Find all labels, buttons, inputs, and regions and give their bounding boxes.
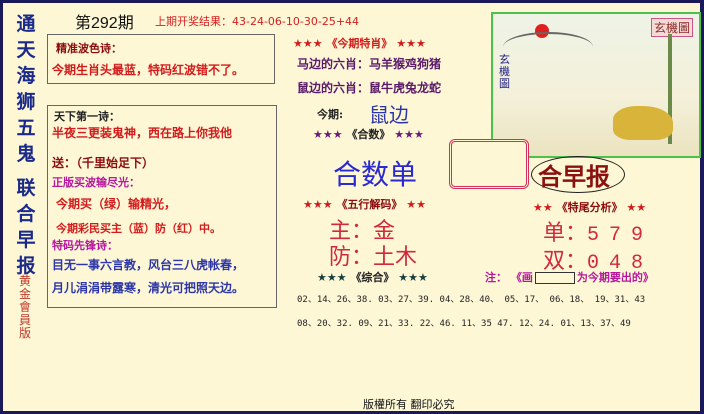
rat-side-zodiacs: 鼠边的六肖：鼠牛虎兔龙蛇 (297, 81, 442, 95)
subtitle-char: 金 (18, 287, 31, 301)
copyright-footer: 版權所有 翻印必究 (363, 398, 455, 411)
poem2-subline1: 今期买（绿）输精光， (56, 197, 177, 211)
star-icon: ★★★ (394, 128, 424, 141)
header-label: 《综合》 (350, 271, 395, 284)
sum-number-header: ★★★ 《合数》 ★★★ (313, 126, 424, 142)
title-char: 早 (16, 229, 36, 251)
spacer (13, 167, 39, 175)
odd-label: 单： (543, 221, 588, 246)
last-result: 上期开奖结果：43-24-06-10-30-25+44 (155, 15, 360, 28)
overall-header: ★★★ 《综合》 ★★★ (317, 269, 428, 285)
overall-note: 注： 《画 为今期要出的》 (485, 269, 654, 285)
star-icon: ★★ (533, 201, 553, 214)
poem2-tail-line1: 目无一事六言教，风台三八虎帐春， (52, 258, 245, 272)
overall-numbers-row2: 08、20、32. 09、21、33. 22、46. 11、35 47. 12、… (297, 319, 631, 329)
issue-number: 第292期 (75, 15, 134, 32)
poem2-line2: 送：（千里始足下） (52, 156, 155, 170)
star-icon: ★★★ (293, 37, 323, 50)
main-element: 主：金 (329, 213, 395, 245)
cat-illustration (613, 106, 673, 140)
poem-box-main: 天下第一诗： 半夜三更装鬼神，西在路上你我他 送：（千里始足下） 正版买波输尽光… (47, 105, 277, 308)
even-tails: 双：048 (543, 243, 653, 275)
special-zodiac-header: ★★★ 《今期特肖》 ★★★ (293, 35, 426, 51)
even-label: 双： (543, 249, 588, 274)
even-value: 048 (587, 252, 654, 275)
title-char: 天 (16, 39, 36, 61)
star-icon: ★★★ (398, 271, 428, 284)
poem2-subtitle: 正版买波输尽光： (52, 176, 140, 189)
decorative-frame (449, 139, 529, 189)
odd-value: 579 (587, 224, 654, 247)
poem2-subline2: 今期彩民买主（蓝）防（红）中。 (56, 222, 221, 235)
title-char: 五 (16, 117, 36, 139)
star-icon: ★★★ (317, 271, 347, 284)
header-label: 《五行解码》 (336, 198, 403, 211)
mystery-picture: 玄機圖 玄機圖 (491, 12, 701, 158)
header-label: 《合数》 (346, 128, 391, 141)
odd-tails: 单：579 (543, 215, 653, 247)
star-icon: ★★ (626, 201, 647, 214)
vertical-title: 通 天 海 狮 五 鬼 联 合 早 报 (13, 11, 39, 279)
guard-label: 防： (329, 245, 374, 270)
main-label: 主： (329, 219, 374, 244)
sum-number-value: 合数单 (333, 158, 418, 191)
vertical-subtitle: 黄 金 會 員 版 (17, 275, 33, 340)
title-char: 报 (16, 255, 36, 277)
subtitle-char: 黄 (18, 274, 31, 288)
title-char: 通 (16, 13, 36, 35)
title-char: 狮 (16, 91, 36, 113)
note-right: 为今期要出的》 (576, 271, 654, 284)
hill-illustration (503, 32, 593, 62)
star-icon: ★★ (406, 198, 427, 211)
poem1-title: 精准波色诗： (56, 42, 122, 55)
title-char: 鬼 (16, 143, 36, 165)
this-period-label: 今期: (317, 108, 344, 121)
overall-numbers-row1: 02、14、26、38. 03、27、39. 04、28、40、 05、17、 … (297, 295, 646, 305)
pole-illustration (668, 34, 672, 144)
blank-box (534, 272, 575, 284)
poem2-line1: 半夜三更装鬼神，西在路上你我他 (52, 126, 233, 140)
poem2-tail-title: 特码先锋诗： (52, 239, 118, 252)
five-elements-header: ★★★ 《五行解码》 ★★ (303, 196, 426, 212)
horse-side-zodiacs: 马边的六肖：马羊猴鸡狗猪 (297, 57, 442, 71)
subtitle-char: 版 (18, 326, 31, 340)
main-value: 金 (373, 219, 396, 244)
picture-side-text: 玄機圖 (499, 53, 510, 90)
note-left: 《画 (510, 271, 533, 284)
poem2-tail-line2: 月儿涓涓带露寒，清光可把照天边。 (52, 281, 245, 295)
title-char: 联 (16, 177, 36, 199)
poem2-title: 天下第一诗： (54, 110, 120, 123)
guard-value: 土木 (373, 245, 418, 270)
star-icon: ★★★ (303, 198, 333, 211)
header-label: 《今期特肖》 (326, 37, 393, 50)
title-char: 合 (16, 203, 36, 225)
tail-analysis-header: ★★ 《特尾分析》 ★★ (533, 199, 646, 215)
guard-element: 防：土木 (329, 239, 417, 271)
star-icon: ★★★ (313, 128, 343, 141)
poem-box-color: 精准波色诗： 今期生肖头最蓝，特码红波错不了。 (47, 34, 275, 84)
paper-title: 合早报 (531, 156, 625, 193)
title-char: 海 (16, 65, 36, 87)
this-period-value: 鼠边 (369, 103, 409, 127)
star-icon: ★★★ (396, 37, 426, 50)
poem1-line: 今期生肖头最蓝，特码红波错不了。 (52, 63, 245, 77)
header-label: 《特尾分析》 (556, 201, 623, 214)
note-label: 注： (485, 271, 507, 284)
subtitle-char: 會 (18, 300, 31, 314)
subtitle-char: 員 (18, 313, 31, 327)
picture-seal: 玄機圖 (650, 18, 693, 37)
